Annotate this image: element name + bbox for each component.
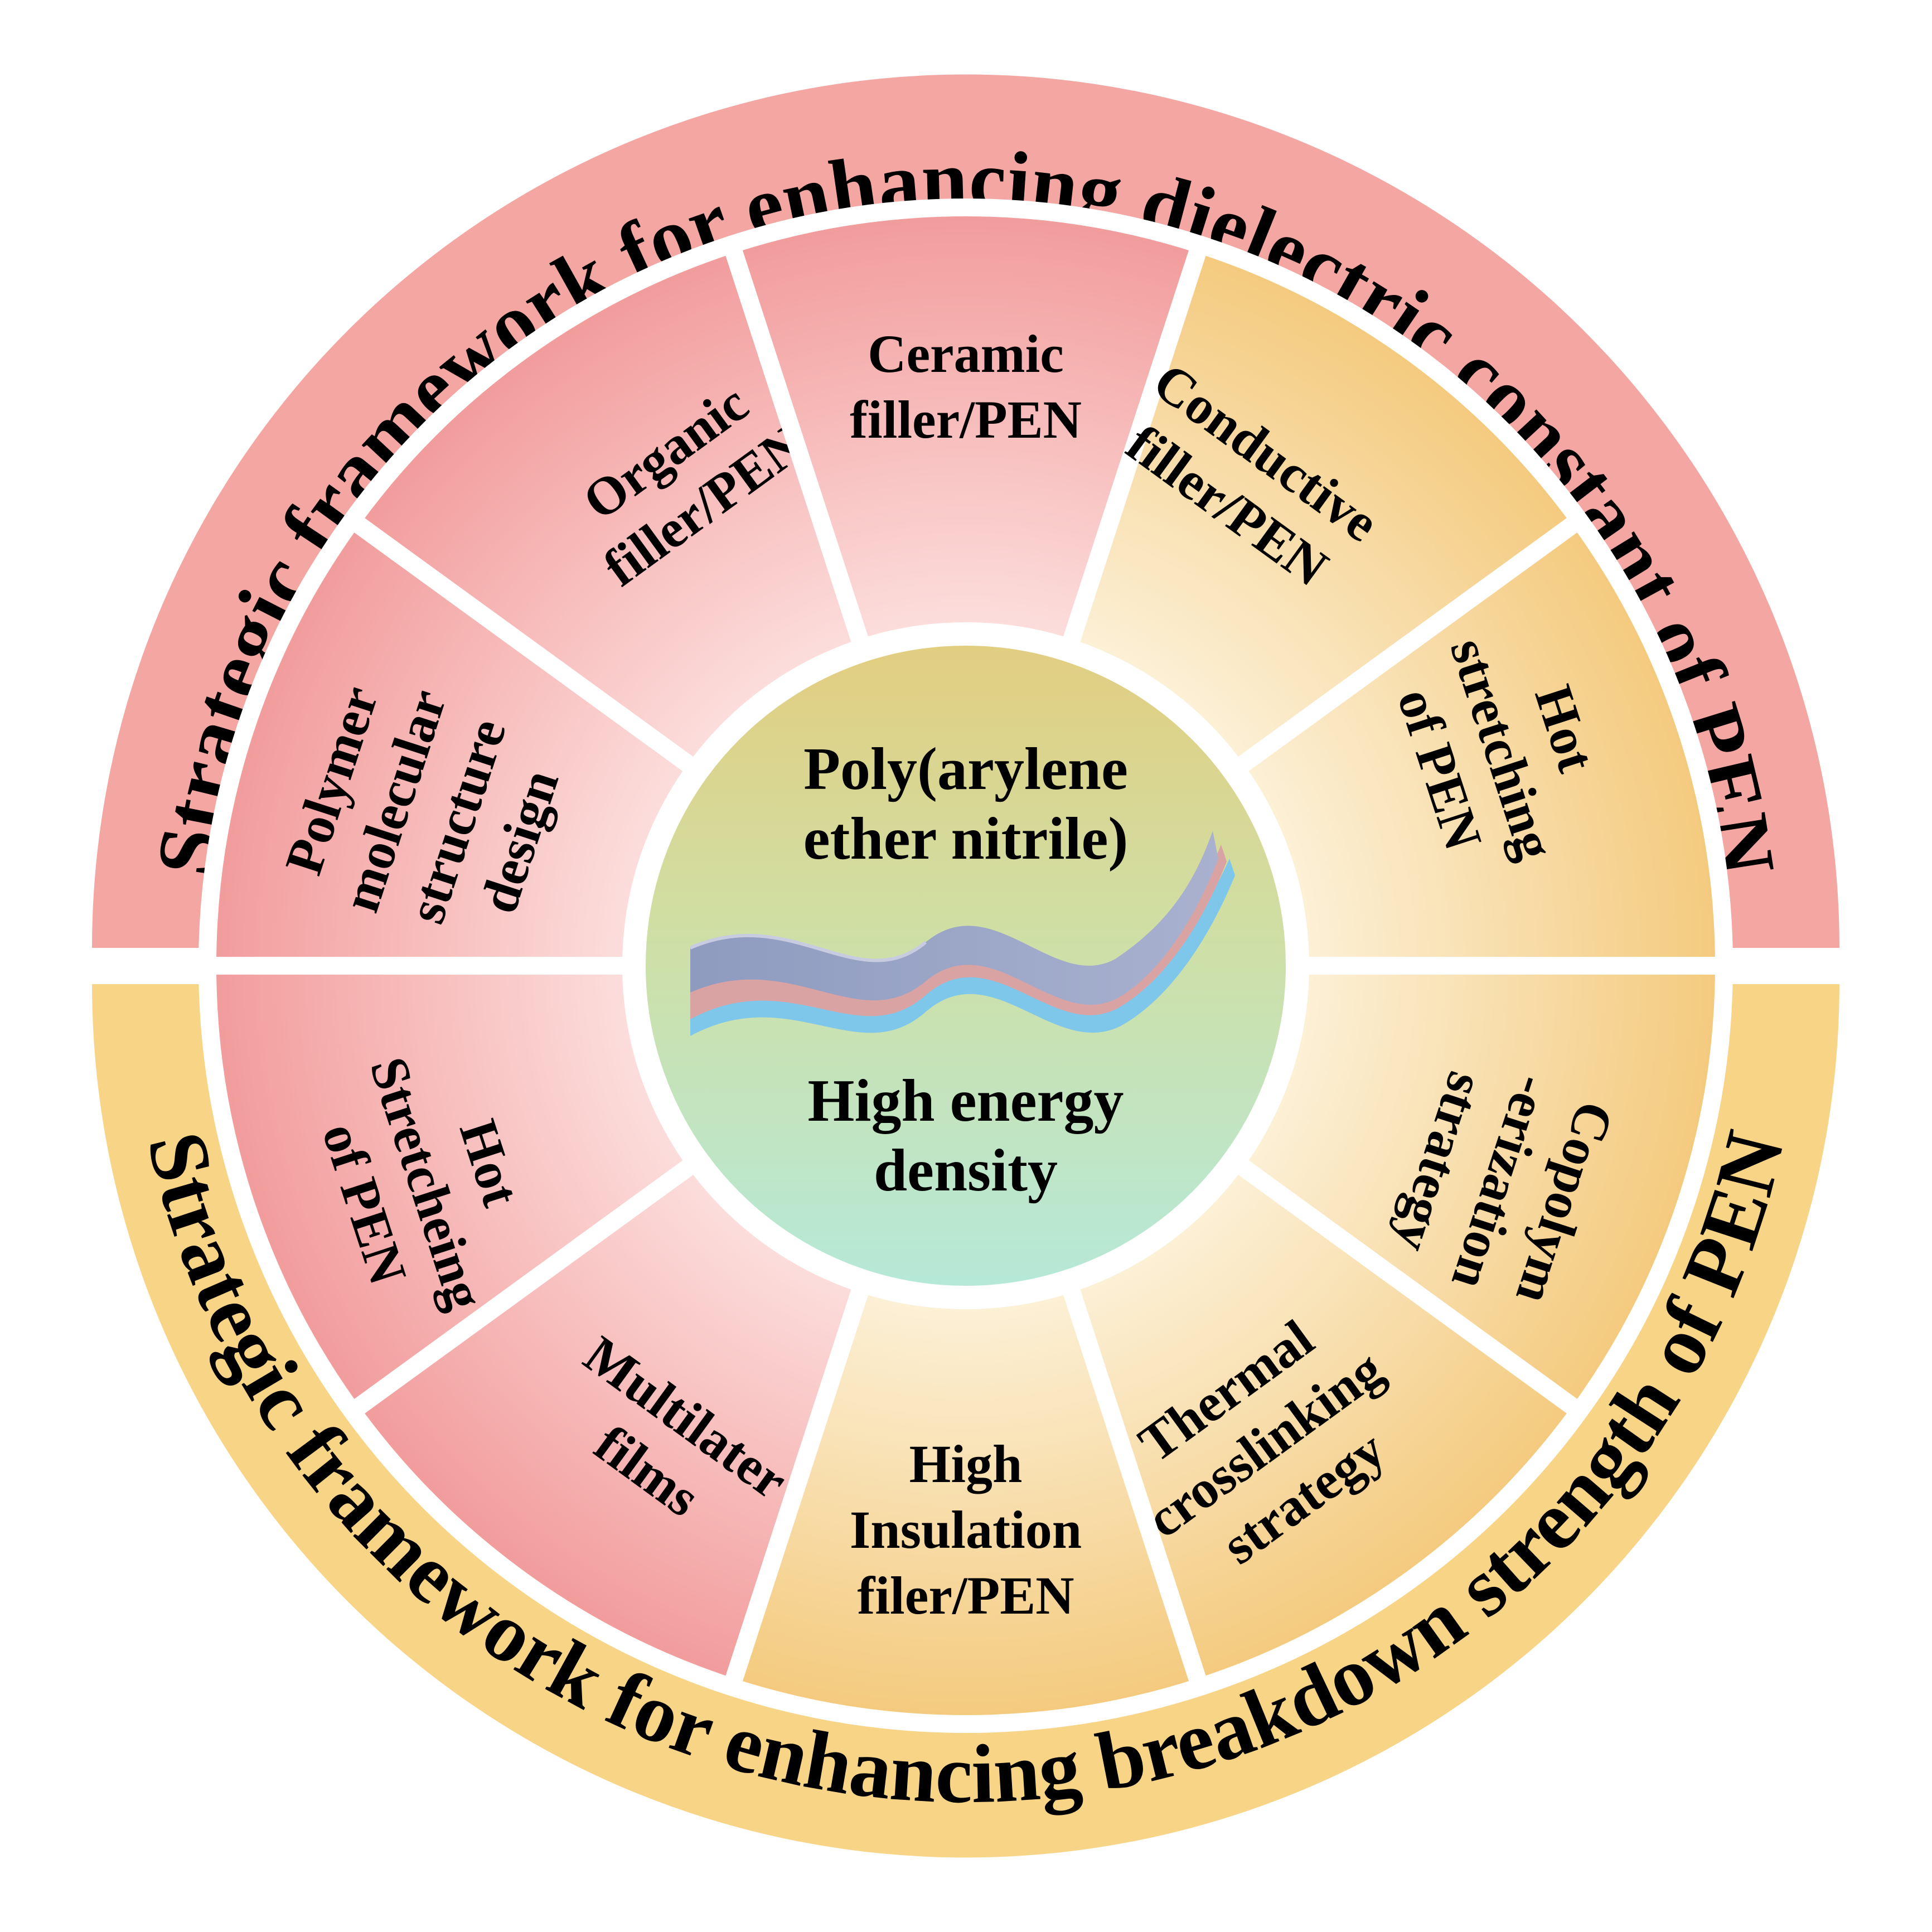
outer-ring-bottom [92,984,1839,1858]
layered-film-icon [689,831,1235,1036]
segment-ring: PolymermolecularstructuredesignOrganicfi… [198,198,1733,1734]
hub-subtitle-line2: density [874,1137,1058,1204]
segment-ceramic-filler-pen-line: Ceramic [868,324,1064,384]
segment-ceramic-filler-pen-line: filler/PEN [850,390,1082,449]
outer-ring-top [92,74,1839,948]
hub-subtitle-line1: High energy [808,1068,1124,1134]
segment-high-insulation-filer-pen-line: filer/PEN [857,1566,1074,1625]
hub-title-line1: Poly(arylene [803,736,1128,802]
hub-title-line2: ether nitrile) [803,806,1129,872]
segment-high-insulation-filer-pen-line: Insulation [850,1500,1082,1560]
segment-ceramic-filler-pen-label: Ceramic filler/PEN [850,324,1082,449]
segment-high-insulation-filer-pen-line: High [909,1434,1023,1494]
segment-copolymerization-strategy-label: Copolym-erizationstrategy [1378,1049,1628,1317]
